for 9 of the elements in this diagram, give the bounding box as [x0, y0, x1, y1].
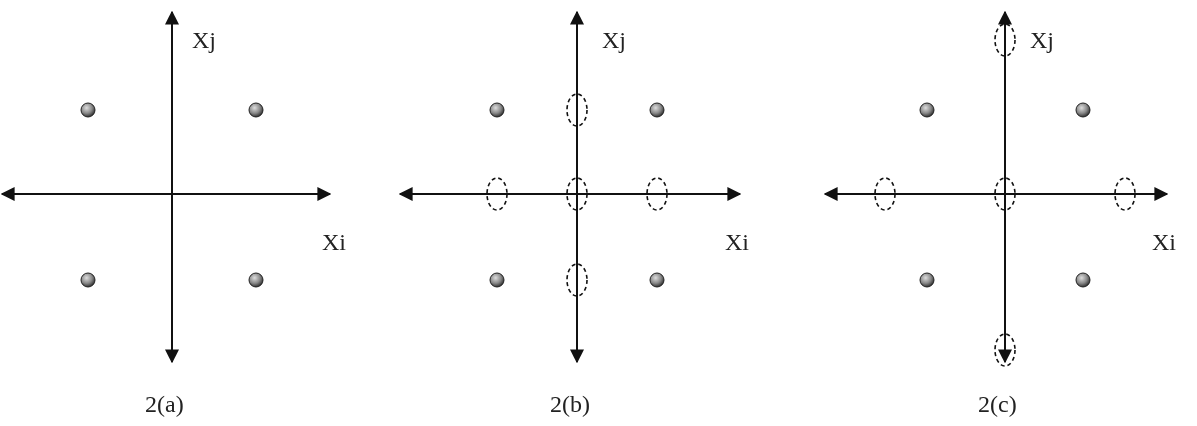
figure-label: 2(b): [550, 392, 590, 416]
axis-label: Xi: [725, 230, 749, 254]
axis-label: Xj: [192, 28, 216, 52]
axis-label: Xi: [322, 230, 346, 254]
axis-label: Xi: [1152, 230, 1176, 254]
axis-label: Xj: [602, 28, 626, 52]
figure-label: 2(c): [978, 392, 1017, 416]
axis-label: Xj: [1030, 28, 1054, 52]
figure-label: 2(a): [145, 392, 184, 416]
